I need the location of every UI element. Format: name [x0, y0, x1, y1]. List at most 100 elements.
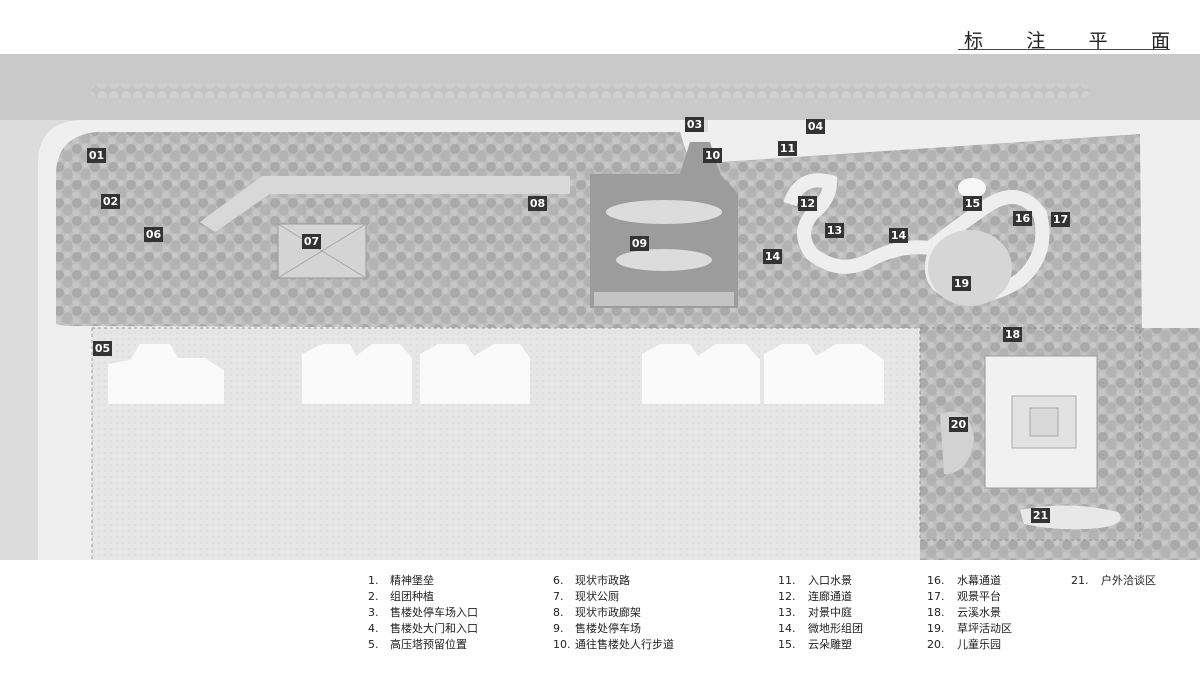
legend-item: 3. 售楼处停车场入口 [368, 605, 478, 621]
legend-text: 通往售楼处人行步道 [575, 638, 674, 651]
building [420, 344, 530, 404]
cloud-sculpture [958, 178, 986, 198]
marker-07: 07 [302, 234, 321, 249]
lawn-area [928, 230, 1012, 306]
title-char: 标 [964, 29, 984, 52]
legend-column-5: 21. 户外洽谈区 [1071, 573, 1156, 589]
legend-item: 7. 现状公厕 [553, 589, 674, 605]
legend-column-3: 11. 入口水景 12. 连廊通道 13. 对景中庭 14.微地形组团 15. 云朵雕塑 [778, 573, 863, 653]
legend-num: 5. [368, 638, 379, 651]
legend-text: 售楼处停车场入口 [390, 606, 478, 619]
legend-text: 云朵雕塑 [808, 638, 852, 651]
legend-num: 4. [368, 622, 379, 635]
legend-item: 10. 通往售楼处人行步道 [553, 637, 674, 653]
title-char: 注 [1026, 29, 1046, 52]
legend-item: 19. 草坪活动区 [927, 621, 1012, 637]
legend-num: 21. [1071, 574, 1089, 587]
legend-num: 1. [368, 574, 379, 587]
legend-item: 1. 精神堡垒 [368, 573, 478, 589]
legend-item: 11. 入口水景 [778, 573, 863, 589]
legend-text: 精神堡垒 [390, 574, 434, 587]
building [302, 344, 412, 404]
legend-item: 12. 连廊通道 [778, 589, 863, 605]
building [642, 344, 760, 404]
marker-12: 12 [798, 196, 817, 211]
title-underline [958, 49, 1170, 50]
tree-row [90, 84, 1090, 98]
title-char: 平 [1088, 29, 1108, 52]
legend-num: 11. [778, 574, 796, 587]
marker-13: 13 [825, 223, 844, 238]
legend-num: 7. [553, 590, 564, 603]
marker-04: 04 [806, 119, 825, 134]
parking-island [616, 249, 712, 271]
legend-num: 10. [553, 638, 571, 651]
legend-item: 17. 观景平台 [927, 589, 1012, 605]
marker-06: 06 [144, 227, 163, 242]
marker-20: 20 [949, 417, 968, 432]
legend-num: 19. [927, 622, 945, 635]
legend-text: 售楼处大门和入口 [390, 622, 478, 635]
legend-item: 14.微地形组团 [778, 621, 863, 637]
marker-05: 05 [93, 341, 112, 356]
marker-16: 16 [1013, 211, 1032, 226]
legend-item: 18. 云溪水景 [927, 605, 1012, 621]
legend-column-4: 16. 水幕通道 17. 观景平台 18. 云溪水景 19. 草坪活动区 20.儿童乐园 [927, 573, 1012, 653]
legend-item: 16. 水幕通道 [927, 573, 1012, 589]
legend-text: 现状公厕 [575, 590, 619, 603]
legend-num: 15. [778, 638, 796, 651]
legend-item: 13. 对景中庭 [778, 605, 863, 621]
legend-text: 户外洽谈区 [1101, 574, 1156, 587]
legend-text: 观景平台 [957, 590, 1001, 603]
building [108, 344, 224, 404]
legend-text: 入口水景 [808, 574, 852, 587]
legend-num: 12. [778, 590, 796, 603]
legend-num: 3. [368, 606, 379, 619]
legend-text: 微地形组团 [808, 622, 863, 635]
legend-num: 16. [927, 574, 945, 587]
marker-11: 11 [778, 141, 797, 156]
legend-item: 6.现状市政路 [553, 573, 674, 589]
legend-item: 2. 组团种植 [368, 589, 478, 605]
legend-item: 21. 户外洽谈区 [1071, 573, 1156, 589]
marker-21: 21 [1031, 508, 1050, 523]
legend-num: 13. [778, 606, 796, 619]
marker-09: 09 [630, 236, 649, 251]
legend-text: 现状市政廊架 [575, 606, 641, 619]
marker-19: 19 [952, 276, 971, 291]
legend-num: 2. [368, 590, 379, 603]
legend-text: 售楼处停车场 [575, 622, 641, 635]
legend-num: 8. [553, 606, 564, 619]
legend-column-2: 6.现状市政路 7. 现状公厕 8. 现状市政廊架 9. 售楼处停车场 10. 通往售楼… [553, 573, 674, 653]
sales-office-outline [919, 327, 1141, 541]
legend-text: 连廊通道 [808, 590, 852, 603]
legend-item: 15. 云朵雕塑 [778, 637, 863, 653]
marker-03: 03 [685, 117, 704, 132]
legend-text: 高压塔预留位置 [390, 638, 467, 651]
legend-num: 17. [927, 590, 945, 603]
parking-island [606, 200, 722, 224]
legend-num: 9. [553, 622, 564, 635]
courtyard-inner [1029, 407, 1059, 437]
marker-02: 02 [101, 194, 120, 209]
legend-column-1: 1. 精神堡垒 2. 组团种植 3. 售楼处停车场入口 4. 售楼处大门和入口 5. 高压… [368, 573, 478, 653]
marker-10: 10 [703, 148, 722, 163]
legend-item: 4. 售楼处大门和入口 [368, 621, 478, 637]
legend-text: 组团种植 [390, 590, 434, 603]
marker-14-b: 14 [763, 249, 782, 264]
site-plan: 01 02 03 04 05 06 07 08 09 10 11 12 13 1… [0, 54, 1200, 560]
marker-15: 15 [963, 196, 982, 211]
marker-01: 01 [87, 148, 106, 163]
legend-text: 草坪活动区 [957, 622, 1012, 635]
legend-text: 水幕通道 [957, 574, 1001, 587]
title-char: 面 [1150, 29, 1170, 52]
legend-text: 云溪水景 [957, 606, 1001, 619]
legend-text: 现状市政路 [575, 574, 630, 587]
legend: 1. 精神堡垒 2. 组团种植 3. 售楼处停车场入口 4. 售楼处大门和入口 5. 高压… [0, 573, 1200, 663]
legend-item: 20.儿童乐园 [927, 637, 1012, 653]
legend-text: 儿童乐园 [957, 638, 1001, 651]
legend-text: 对景中庭 [808, 606, 852, 619]
legend-item: 5. 高压塔预留位置 [368, 637, 478, 653]
legend-num: 18. [927, 606, 945, 619]
marker-17: 17 [1051, 212, 1070, 227]
